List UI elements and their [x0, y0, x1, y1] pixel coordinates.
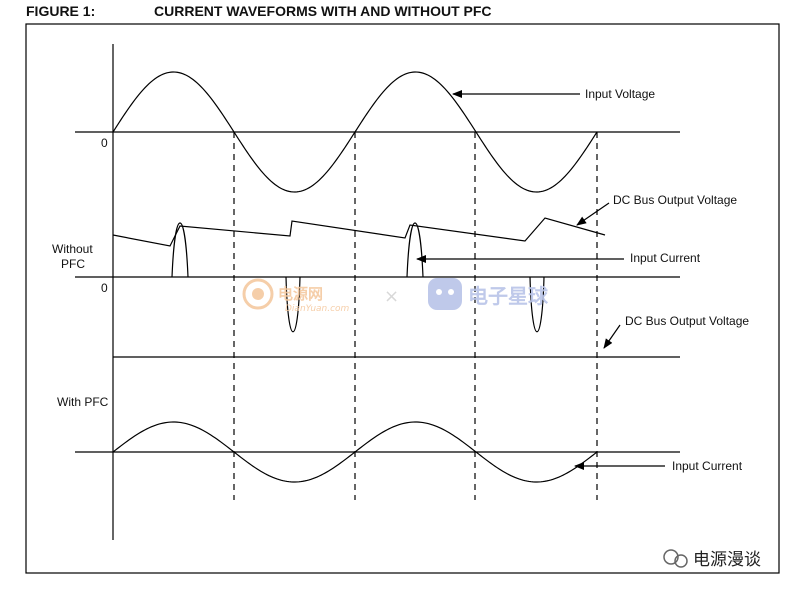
dianyuan-watermark-en: DianYuan.com — [285, 304, 350, 314]
watermark-separator: × — [384, 286, 399, 307]
dianyuan-logo-icon — [242, 278, 274, 310]
dianzi-watermark-cn: 电子星球 — [468, 284, 549, 308]
dc-bus-label-top: DC Bus Output Voltage — [613, 193, 737, 207]
without-pfc-label-line1: Without — [52, 242, 93, 256]
zero-label-middle: 0 — [101, 281, 108, 295]
wechat-icon-bubble — [674, 554, 688, 568]
figure-frame — [25, 23, 780, 574]
current-pulse-negative — [529, 276, 545, 333]
logo-eye — [436, 289, 442, 295]
dc-bus-ripple-waveform — [112, 217, 606, 247]
dc-bus-label-bottom: DC Bus Output Voltage — [625, 314, 749, 328]
dianzi-logo-icon — [428, 278, 462, 310]
input-current-label-top: Input Current — [630, 251, 701, 265]
wechat-icon — [663, 549, 679, 565]
dianyuan-watermark: 电源网 DianYuan.com — [242, 278, 350, 314]
figure-header: FIGURE 1: CURRENT WAVEFORMS WITH AND WIT… — [26, 3, 766, 21]
dc-bus-arrow-top — [576, 202, 610, 226]
logo-eye — [448, 289, 454, 295]
current-pulse-positive — [406, 222, 424, 278]
account-watermark: 电源漫谈 — [663, 549, 761, 570]
figure-number: FIGURE 1: — [26, 3, 96, 19]
account-name: 电源漫谈 — [693, 550, 761, 570]
dianzi-xingqiu-watermark: 电子星球 — [428, 278, 549, 310]
current-pulse-negative — [285, 276, 301, 333]
pfc-input-current-waveform — [112, 421, 598, 483]
input-voltage-label: Input Voltage — [585, 87, 655, 101]
input-voltage-waveform — [112, 71, 598, 193]
figure-title: CURRENT WAVEFORMS WITH AND WITHOUT PFC — [154, 3, 492, 19]
dianyuan-watermark-cn: 电源网 — [278, 285, 323, 303]
dc-bus-arrow-bottom — [603, 324, 621, 349]
input-current-label-bottom: Input Current — [672, 459, 743, 473]
without-pfc-label-line2: PFC — [61, 257, 85, 271]
current-pulse-positive — [171, 222, 189, 278]
zero-label-top: 0 — [101, 136, 108, 150]
dianyuan-logo-dot — [252, 288, 264, 300]
with-pfc-label: With PFC — [57, 395, 109, 409]
